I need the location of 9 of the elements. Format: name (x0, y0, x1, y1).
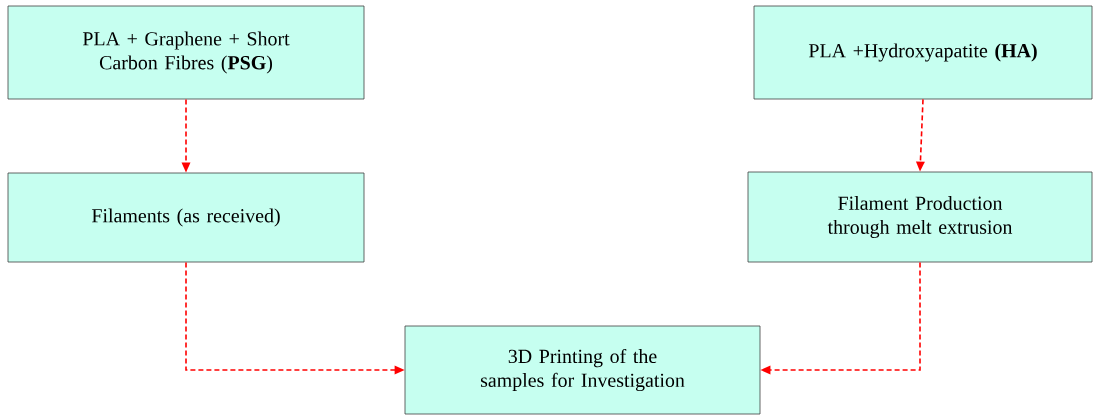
arrow (185, 261, 405, 375)
process-box: PLA + Graphene + Short Carbon Fibres (PSG) (7, 5, 365, 100)
process-box: PLA +Hydroxyapatite (HA) (753, 5, 1093, 100)
arrow (915, 98, 925, 172)
process-box: Filament Production through melt extrusion (747, 171, 1093, 263)
arrow (760, 261, 921, 375)
process-box: 3D Printing of the samples for Investigation (404, 325, 761, 415)
arrow (181, 98, 191, 173)
process-box: Filaments (as received) (7, 172, 365, 263)
